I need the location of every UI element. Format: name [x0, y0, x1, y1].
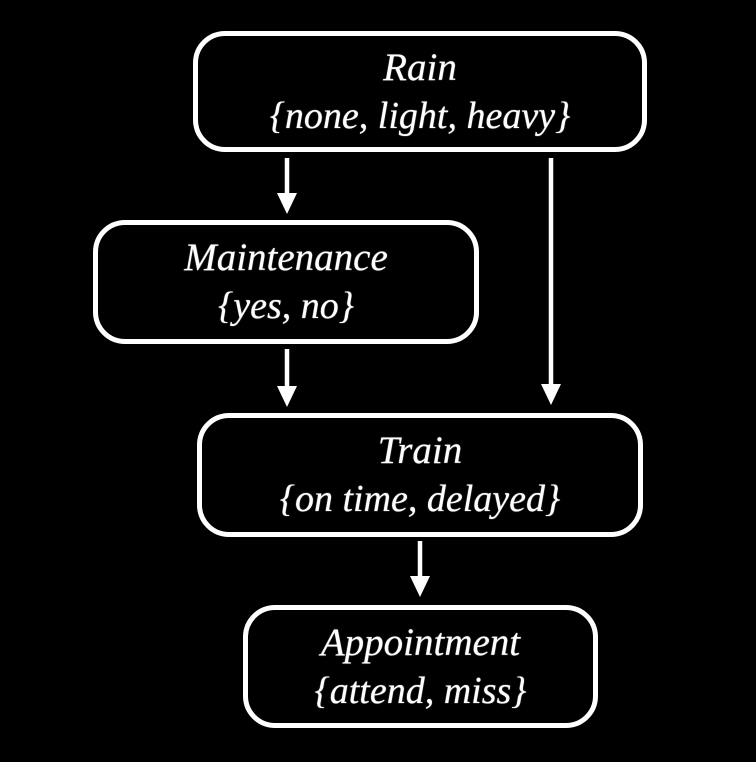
edge-rain-to-maintenance	[277, 158, 297, 214]
node-train-label: Train	[377, 429, 463, 472]
node-appointment: Appointment {attend, miss}	[243, 605, 598, 728]
edge-maintenance-to-train	[277, 349, 297, 407]
node-train-values: {on time, delayed}	[279, 478, 561, 520]
node-maintenance-values: {yes, no}	[218, 285, 354, 327]
node-maintenance: Maintenance {yes, no}	[93, 220, 479, 344]
node-rain-label: Rain	[383, 45, 457, 89]
node-train: Train {on time, delayed}	[197, 413, 643, 537]
node-appointment-label: Appointment	[320, 620, 521, 664]
edge-rain-to-train	[541, 158, 561, 405]
edge-train-to-appointment	[410, 541, 430, 597]
node-maintenance-label: Maintenance	[184, 236, 388, 279]
node-rain-values: {none, light, heavy}	[269, 94, 571, 137]
node-appointment-values: {attend, miss}	[314, 669, 527, 712]
node-rain: Rain {none, light, heavy}	[193, 31, 647, 152]
